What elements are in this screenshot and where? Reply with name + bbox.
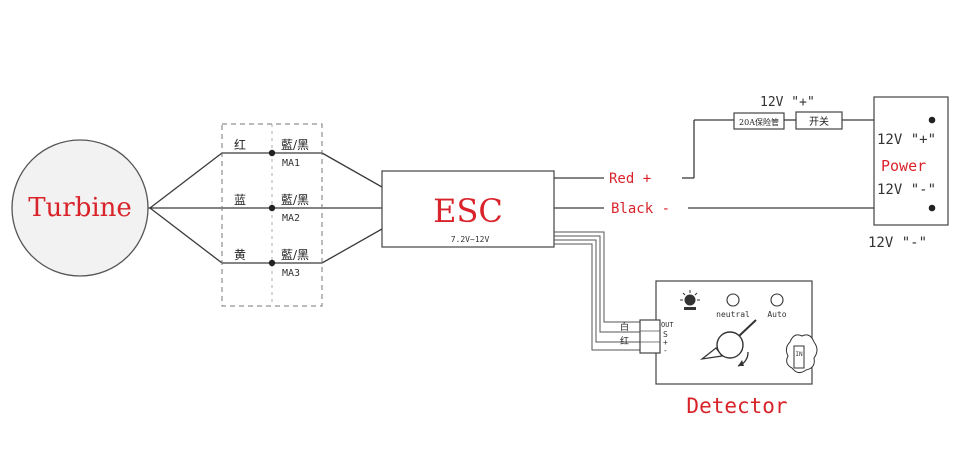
phase-code: MA1 <box>282 158 300 169</box>
knob-icon[interactable] <box>699 319 757 367</box>
detector: OUT S + - neutral Auto <box>639 280 818 418</box>
wire-color-label: 藍/黑 <box>281 138 309 152</box>
in-receptacle: IN <box>785 334 818 374</box>
connector-dot <box>268 259 276 267</box>
wire-color-label: 藍/黑 <box>281 193 309 207</box>
esc-voltage: 7.2V~12V <box>451 235 490 244</box>
power-minus-terminal <box>928 204 936 212</box>
signal-cable: 白 红 <box>554 231 640 351</box>
power-plus-terminal <box>928 116 936 124</box>
power-plus-label: 12V "+" <box>877 132 936 148</box>
detector-plug <box>639 319 661 354</box>
black-wire-label: Black - <box>611 201 670 217</box>
power-line-top-label: 12V "+" <box>760 95 815 110</box>
phase-code: MA2 <box>282 213 300 224</box>
wire-color-label: 藍/黑 <box>281 248 309 262</box>
detector-title: Detector <box>686 394 787 418</box>
esc: ESC 7.2V~12V <box>381 170 555 248</box>
out-label: OUT <box>661 321 674 329</box>
red-wire-label: Red + <box>609 171 651 187</box>
motor-wires <box>148 152 383 264</box>
power-minus-label: 12V "-" <box>877 182 936 198</box>
power-below-label: 12V "-" <box>868 235 927 251</box>
pin-label: + <box>663 338 668 347</box>
wire-color-label: 黄 <box>234 248 246 262</box>
wire-color-label: 红 <box>234 137 246 152</box>
connector-box: 红 藍/黑 MA1 蓝 藍/黑 MA2 黄 藍/黑 MA3 <box>221 123 323 307</box>
neutral-label: neutral <box>716 310 750 319</box>
neutral-led-icon <box>726 293 740 307</box>
in-label: IN <box>795 351 803 358</box>
sun-icon <box>680 290 700 310</box>
fuse-switch-line: 12V "+" 20A保险管 开关 <box>733 95 930 130</box>
phase-code: MA3 <box>282 268 300 279</box>
power-title: Power <box>881 157 926 175</box>
connector-dot <box>268 149 276 157</box>
connector-dot <box>268 204 276 212</box>
turbine: Turbine <box>11 139 149 277</box>
power-supply: 12V "+" Power 12V "-" 12V "-" <box>868 96 949 251</box>
signal-wire-label: 红 <box>620 335 629 347</box>
fuse-label: 20A保险管 <box>739 117 779 127</box>
pin-label: S <box>663 330 668 339</box>
signal-wire-label: 白 <box>620 321 629 333</box>
turbine-label: Turbine <box>28 193 132 223</box>
power-box <box>873 96 949 226</box>
pin-label: - <box>663 346 668 355</box>
fuse-box <box>733 112 785 130</box>
esc-box <box>381 170 555 248</box>
esc-label: ESC <box>433 192 503 230</box>
switch-label: 开关 <box>809 115 829 128</box>
auto-label: Auto <box>767 310 786 319</box>
auto-led-icon <box>770 293 784 307</box>
wire-color-label: 蓝 <box>234 193 246 207</box>
